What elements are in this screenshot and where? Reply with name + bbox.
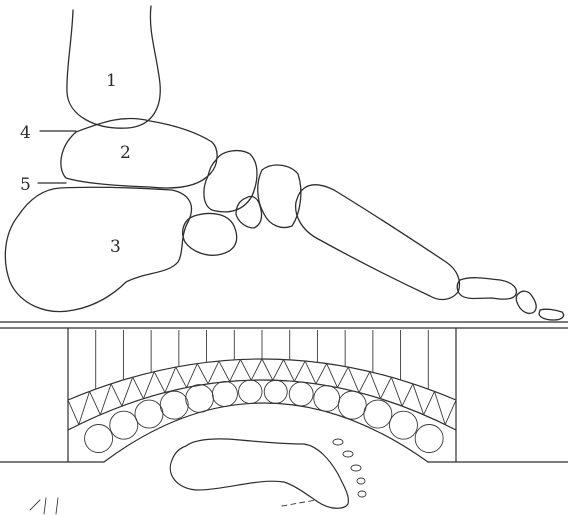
foot-skeleton [5,6,563,320]
bridge-voussoir [160,391,188,419]
tibia-bone [67,6,160,128]
bridge-brace [165,367,176,392]
bridge-brace [122,377,133,406]
bridge-brace [68,400,79,425]
bridge-arch-middle [68,380,456,430]
footprint-dash [282,500,316,506]
bridge-brace [391,377,402,406]
bridge-brace [154,372,165,393]
bridge-brace [197,364,208,384]
bridge-brace [294,361,305,381]
bridge-voussoir [338,391,366,419]
toe-print-2 [343,451,353,457]
arch-bridge [0,328,568,462]
bridge-brace [133,377,144,398]
toe-print-3 [351,465,361,471]
footprint-sole [170,439,348,508]
bridge-brace [251,359,262,380]
bridge-brace [187,364,198,388]
bridge-voussoir [289,382,313,406]
bridge-voussoir [186,385,214,413]
bridge-brace [359,372,370,393]
bridge-brace [327,364,338,388]
bridge-brace [111,384,122,406]
bridge-voussoir [110,411,138,439]
middle-phalanx-bone [516,291,536,313]
bridge-brace [273,360,284,381]
label-talus: 2 [120,143,131,163]
cuneiform-upper-bone [258,165,301,227]
cuboid-bone [183,213,237,255]
bridge-brace [240,360,251,381]
bridge-brace [230,360,241,382]
bridge-voussoir [239,380,262,403]
handwritten-mark [30,498,58,514]
metatarsal-bone [296,185,460,300]
bridge-brace [305,361,316,384]
footprint [170,439,366,508]
bridge-voussoir [314,386,340,412]
bridge-brace [208,361,219,384]
talus-bone [61,119,217,188]
bridge-voussoir [85,424,113,452]
label-calcaneus: 3 [110,237,121,257]
bridge-voussoir [264,380,287,403]
bridge-voussoir [415,424,443,452]
toe-print-5 [358,491,366,497]
label-lower-joint: 5 [20,175,31,195]
bridge-brace [176,367,187,387]
label-tibia: 1 [106,71,117,91]
bridge-brace [100,384,111,415]
bridge-brace [262,359,273,380]
label-upper-joint: 4 [20,123,31,143]
proximal-phalanx-bone [457,278,516,300]
toe-print-1 [333,439,343,445]
bridge-voussoir [212,381,237,406]
bridge-brace [219,361,230,381]
distal-phalanx-bone [539,309,564,320]
toe-print-4 [357,478,365,484]
bridge-brace [90,391,101,414]
bridge-brace [337,367,348,387]
bridge-brace [424,391,435,414]
bridge-voussoir [364,400,392,428]
bridge-brace [143,372,154,399]
bridge-brace [381,377,392,398]
bridge-brace [445,400,456,425]
bridge-brace [413,384,424,415]
bridge-brace [370,372,381,399]
bridge-voussoir [135,400,163,428]
navicular-bone [204,151,257,212]
bridge-brace [284,360,295,382]
bridge-voussoir [389,411,417,439]
bridge-brace [316,364,327,384]
bridge-brace [402,384,413,406]
calcaneus-bone [5,187,191,311]
bridge-arch-lower [104,403,428,462]
bridge-brace [348,367,359,392]
